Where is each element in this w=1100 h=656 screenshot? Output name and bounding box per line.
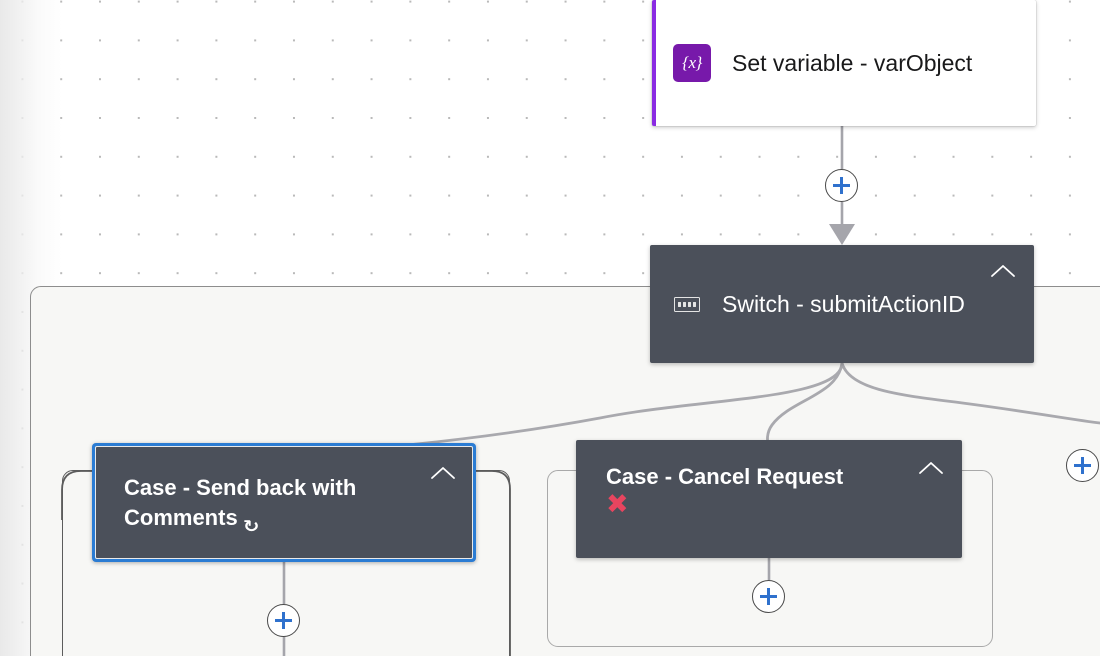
- node-case-send-back-with-comments[interactable]: Case - Send back with Comments: [92, 443, 476, 562]
- add-case-button[interactable]: [1066, 449, 1099, 482]
- node-title-text: Case - Cancel Request: [606, 464, 844, 489]
- node-title: Case - Send back with Comments: [124, 473, 472, 531]
- node-switch[interactable]: Switch - submitActionID: [650, 245, 1034, 363]
- chevron-up-icon[interactable]: [430, 465, 456, 481]
- node-case-cancel-request[interactable]: Case - Cancel Request ✖: [576, 440, 962, 558]
- node-accent-bar: [652, 0, 656, 126]
- insert-step-button-in-case-send-back[interactable]: [267, 604, 300, 637]
- chevron-up-icon[interactable]: [918, 460, 944, 476]
- node-title: Set variable - varObject: [732, 49, 973, 76]
- switch-icon: [650, 296, 700, 312]
- node-title-text: Case - Send back with Comments: [124, 475, 357, 530]
- insert-step-button-in-case-cancel[interactable]: [752, 580, 785, 613]
- chevron-up-icon[interactable]: [990, 263, 1016, 279]
- node-title: Switch - submitActionID: [722, 290, 965, 317]
- node-title: Case - Cancel Request ✖: [606, 462, 962, 520]
- insert-step-button-after-set-variable[interactable]: [825, 169, 858, 202]
- set-variable-icon: {x}: [652, 44, 711, 82]
- node-set-variable[interactable]: {x} Set variable - varObject: [652, 0, 1036, 126]
- cross-mark-icon: ✖: [606, 489, 629, 521]
